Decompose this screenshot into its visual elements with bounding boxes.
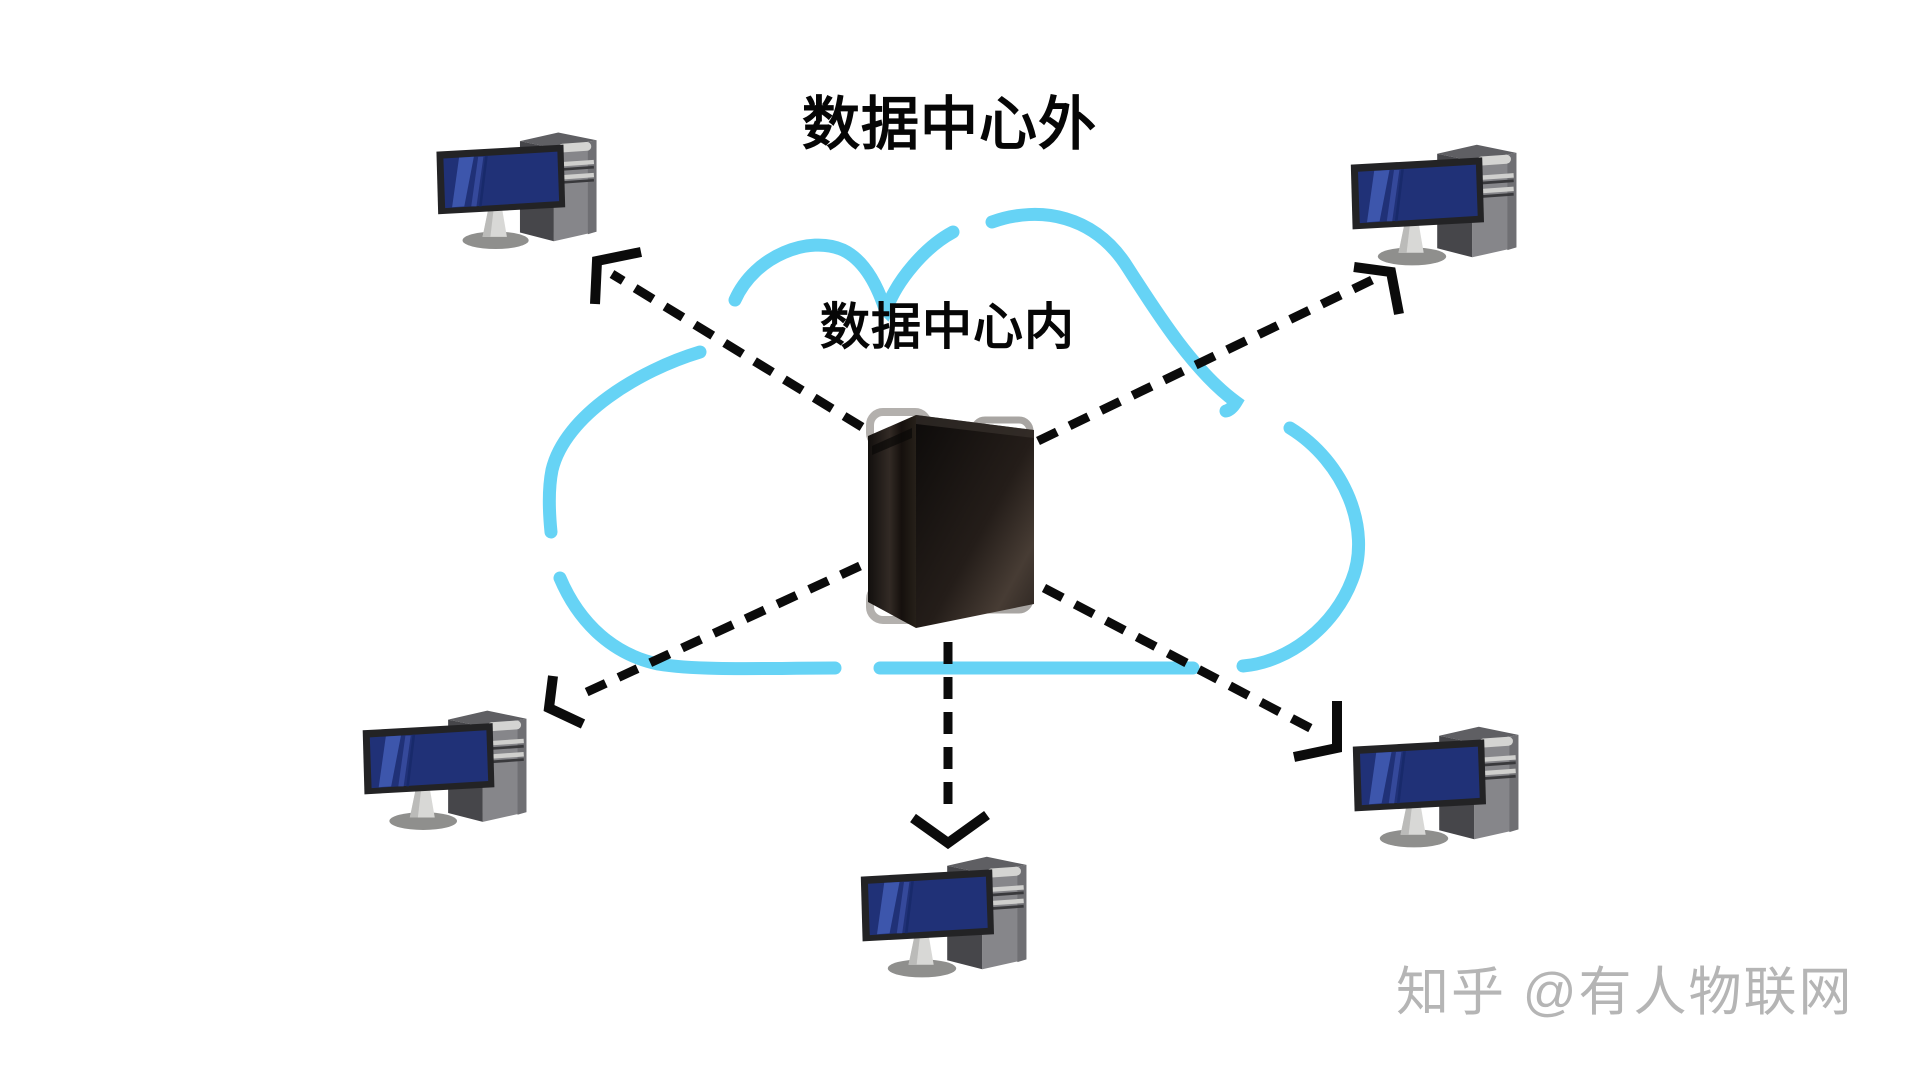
title-outside-datacenter: 数据中心外: [802, 92, 1098, 157]
arrow-to-top-left-computer: [590, 247, 865, 431]
computer-bottom-right: [1352, 726, 1519, 848]
arrowhead-down: [910, 810, 990, 850]
label-inside-datacenter: 数据中心内: [820, 299, 1075, 355]
computer-top-left: [436, 132, 597, 250]
arrowhead-up-right: [1353, 262, 1404, 315]
arrowhead-up-left: [590, 247, 643, 305]
arrow-to-top-right-computer: [1036, 262, 1404, 446]
arrow-to-bottom-left-computer: [543, 561, 862, 729]
server-tower-icon: [866, 408, 1034, 628]
computer-bottom-center: [860, 856, 1027, 978]
server-front-panel: [916, 415, 1034, 628]
arrow-to-bottom-center-computer: [910, 642, 990, 850]
arrowhead-down-left: [543, 675, 586, 729]
server-side-panel: [868, 415, 916, 628]
computer-top-right: [1350, 144, 1517, 266]
computer-bottom-left: [362, 710, 527, 830]
arrow-to-bottom-right-computer: [1041, 584, 1342, 762]
arrowhead-down-right: [1292, 701, 1342, 762]
watermark-text: 知乎 @有人物联网: [1396, 963, 1854, 1022]
